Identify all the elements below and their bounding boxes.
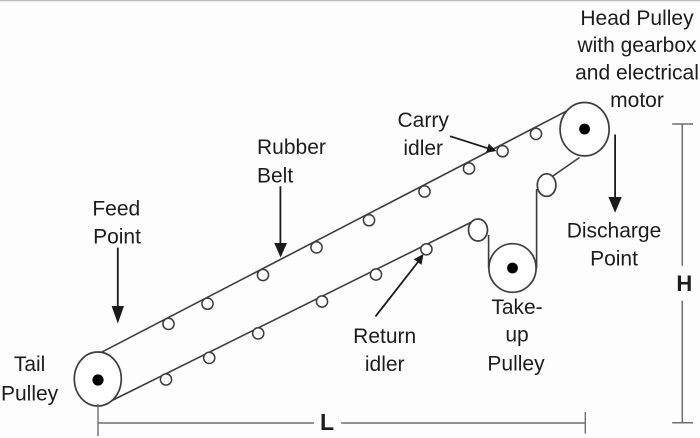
svg-text:L: L: [320, 409, 334, 435]
svg-text:with gearbox: with gearbox: [576, 34, 697, 57]
svg-text:Pulley: Pulley: [1, 382, 59, 405]
svg-text:Discharge: Discharge: [567, 220, 662, 243]
svg-text:H: H: [676, 271, 692, 296]
svg-text:Point: Point: [590, 248, 638, 271]
svg-text:idler: idler: [403, 137, 443, 160]
svg-text:Rubber: Rubber: [257, 136, 326, 159]
svg-text:motor: motor: [610, 89, 664, 112]
svg-text:Belt: Belt: [257, 164, 293, 187]
svg-text:Return: Return: [353, 325, 416, 348]
svg-text:Head Pulley: Head Pulley: [580, 7, 694, 30]
svg-text:Take-: Take-: [491, 296, 542, 319]
svg-text:Pulley: Pulley: [487, 352, 545, 375]
svg-text:Feed: Feed: [92, 198, 140, 221]
svg-text:up: up: [505, 324, 528, 347]
svg-text:idler: idler: [365, 353, 405, 376]
svg-text:and electrical: and electrical: [575, 62, 699, 85]
svg-text:Point: Point: [93, 225, 141, 248]
svg-text:Tail: Tail: [14, 353, 46, 376]
svg-text:Carry: Carry: [398, 109, 450, 132]
